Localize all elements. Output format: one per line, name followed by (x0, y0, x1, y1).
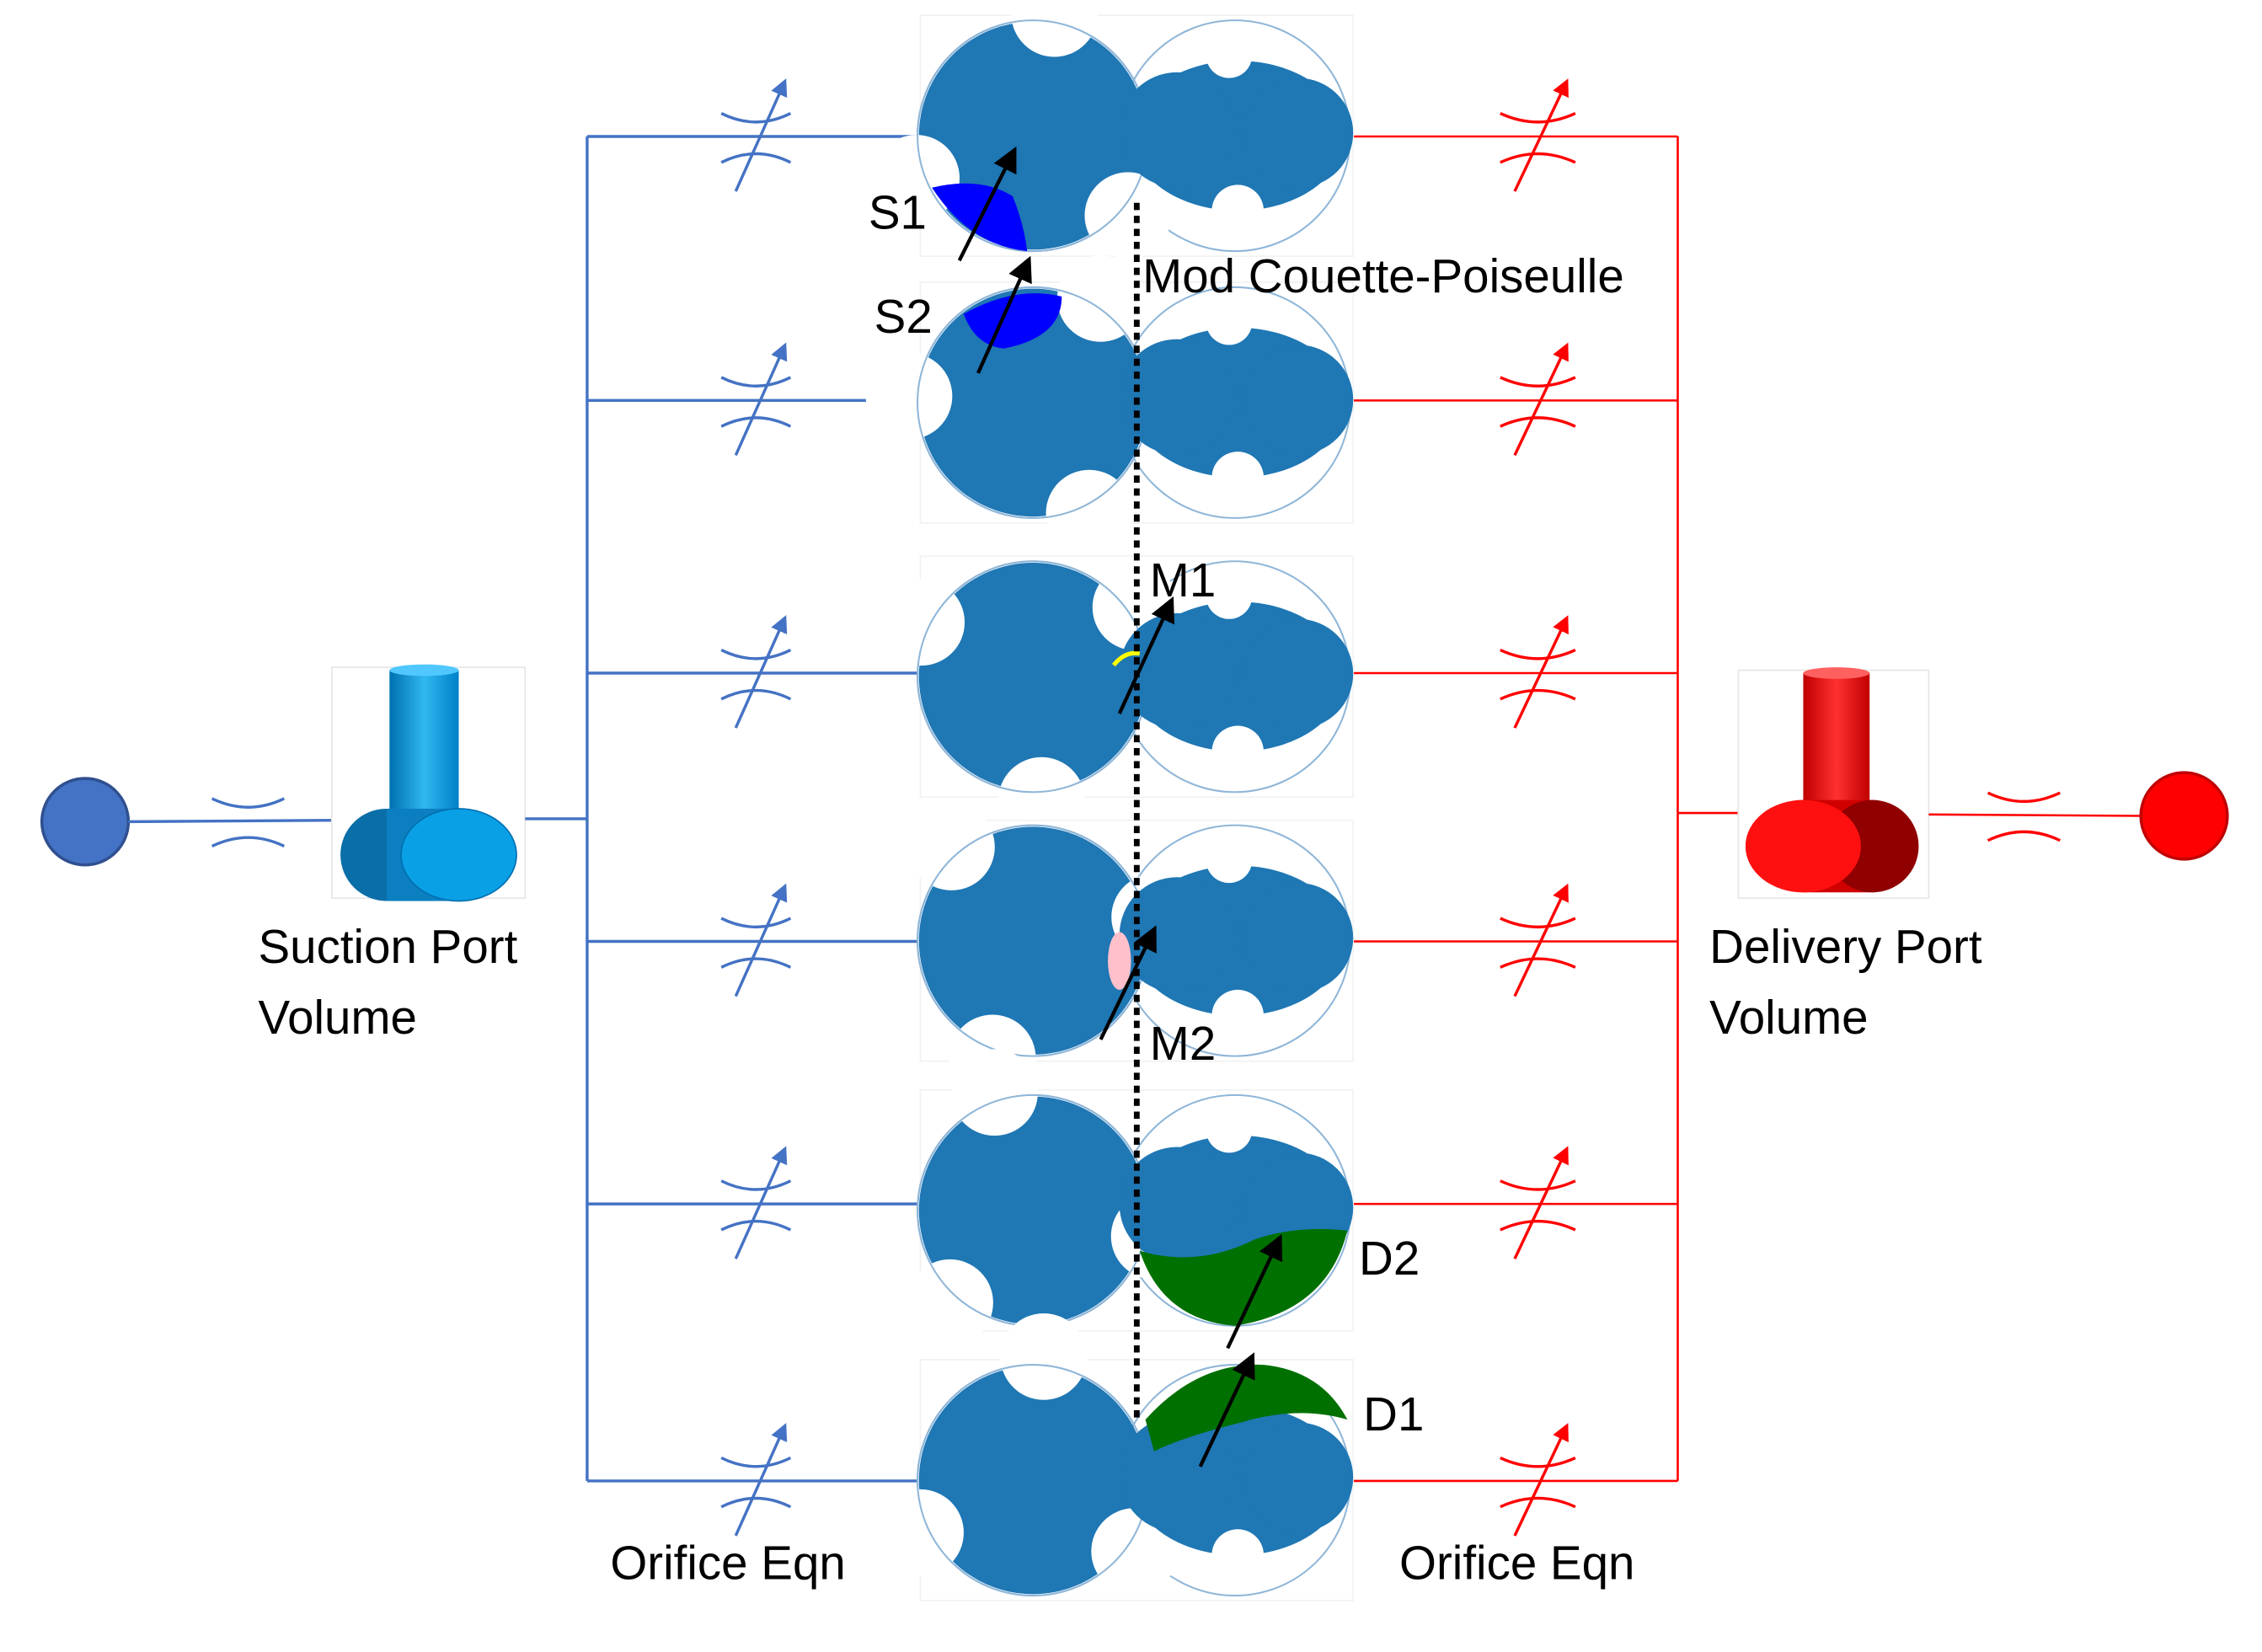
suction-port-label-line1: Suction Port (259, 920, 518, 973)
delivery-chamber-d1 (1145, 1364, 1348, 1452)
chamber-label-d1: D1 (1363, 1387, 1424, 1441)
fixed-orifice-icon (211, 797, 286, 848)
variable-orifice-icon (720, 615, 792, 729)
variable-orifice-icon (720, 342, 792, 457)
suction-port-volume-icon (330, 664, 527, 902)
s2-arrow (976, 255, 1032, 374)
variable-orifice-icon (720, 1146, 792, 1259)
variable-orifice-icon (720, 1423, 792, 1537)
variable-orifice-icon (720, 78, 792, 192)
delivery-chamber-d2 (1139, 1228, 1348, 1326)
orifice-eqn-label-left: Orifice Eqn (610, 1536, 845, 1589)
gear-row (586, 0, 1678, 259)
chamber-label-m1: M1 (1150, 553, 1217, 607)
variable-orifice-icon (1500, 615, 1576, 729)
right-rotor (1119, 31, 1354, 237)
gear-row (586, 1049, 1678, 1346)
right-rotor (1119, 572, 1354, 778)
variable-orifice-icon (1500, 342, 1576, 457)
gear-rows (586, 0, 1678, 1601)
d1-arrow (1198, 1352, 1255, 1468)
gear-row (586, 804, 1678, 1102)
variable-orifice-icon (1500, 78, 1576, 192)
gear-row (586, 555, 1678, 844)
chamber-label-s1: S1 (869, 186, 927, 239)
suction-chamber-s2 (963, 293, 1062, 349)
suction-side: Suction Port Volume (40, 136, 589, 1481)
right-rotor (1119, 298, 1354, 504)
gear-row (586, 255, 1678, 557)
delivery-side: Delivery Port Volume (1676, 136, 2229, 1481)
chamber-label-d2: D2 (1359, 1232, 1420, 1285)
delivery-port-label-line1: Delivery Port (1709, 920, 1982, 973)
m2-arrow (1099, 925, 1157, 1040)
variable-orifice-icon (1500, 883, 1576, 997)
suction-inlet-line (128, 818, 341, 824)
couette-poiseulle-label: Mod Couette-Poiseulle (1142, 249, 1624, 302)
delivery-port-volume-icon (1737, 667, 1930, 899)
delivery-outlet-line (1928, 813, 2142, 817)
left-rotor (906, 1049, 1198, 1346)
chamber-label-m2: M2 (1150, 1017, 1217, 1070)
mesh-chamber-m2 (1108, 932, 1131, 990)
orifice-eqn-label-right: Orifice Eqn (1399, 1536, 1634, 1589)
right-rotor (1119, 837, 1354, 1042)
chamber-label-s2: S2 (874, 290, 933, 343)
delivery-port-label-line2: Volume (1709, 991, 1868, 1044)
delivery-boundary-node-icon (2139, 771, 2229, 861)
variable-orifice-icon (1500, 1423, 1576, 1537)
fixed-orifice-icon (1987, 791, 2061, 842)
left-rotor (865, 255, 1150, 557)
mesh-chamber-m1 (1111, 650, 1141, 667)
m1-arrow (1117, 596, 1175, 714)
suction-port-label-line2: Volume (259, 991, 417, 1044)
left-rotor (877, 1313, 1179, 1597)
variable-orifice-icon (720, 883, 792, 997)
variable-orifice-icon (1500, 1146, 1576, 1259)
d2-arrow (1226, 1233, 1283, 1350)
s1-arrow (957, 146, 1017, 262)
suction-boundary-node-icon (40, 777, 131, 867)
